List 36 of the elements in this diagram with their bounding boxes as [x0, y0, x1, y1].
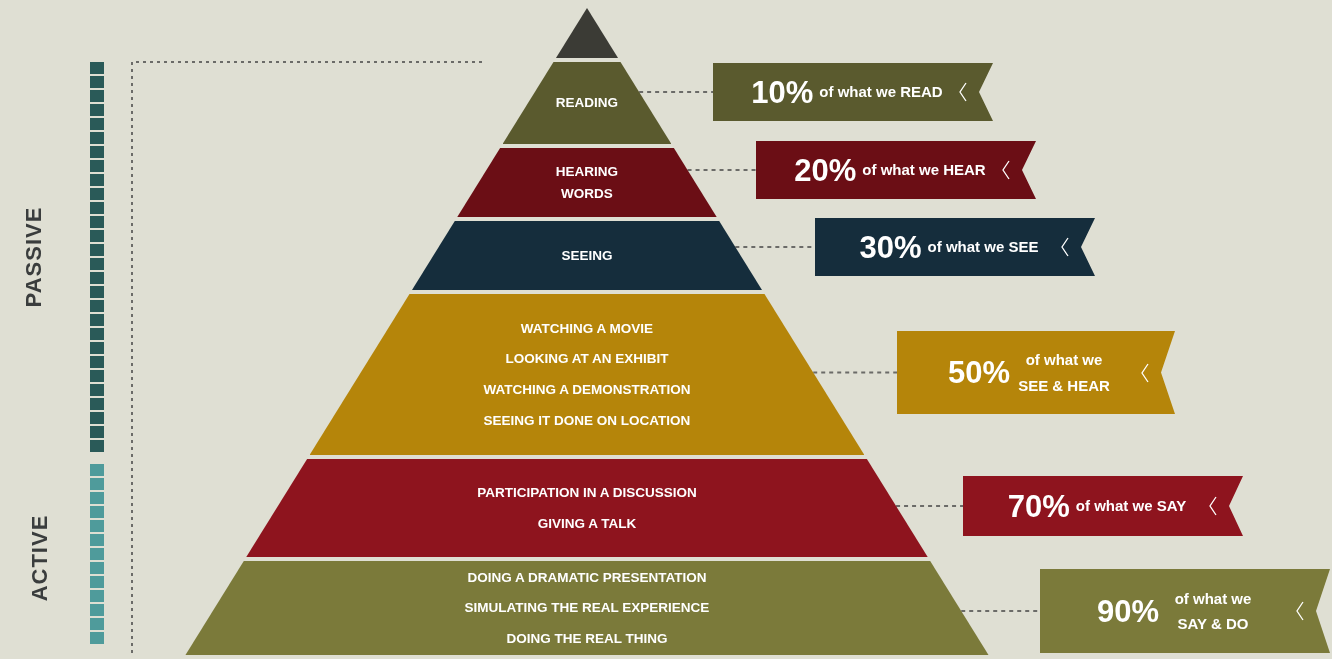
tier-label: READING [555, 94, 619, 113]
percentage-text: 20% [794, 154, 857, 186]
dashed-connector [686, 169, 757, 171]
percentage-text: 10% [751, 76, 814, 108]
percentage-text: 50% [947, 357, 1010, 388]
tier-label: DOING THE REAL THING [506, 629, 668, 648]
dashed-connector [812, 371, 898, 374]
percentage-text: 70% [1007, 490, 1070, 522]
banner-caption: of what we SAY [1075, 496, 1187, 517]
percentage-banner [815, 218, 1095, 276]
tier-label: WATCHING A DEMONSTRATION [483, 381, 691, 399]
banner-caption: of what we SEE [927, 237, 1039, 258]
percentage-banner [897, 331, 1175, 414]
percentage-text: 90% [1096, 595, 1159, 627]
banner-caption: of what we SAY & DO [1173, 588, 1253, 634]
banner-caption: of what we SEE & HEAR [1017, 350, 1111, 396]
dashed-connector [638, 91, 714, 93]
tier-label: GIVING A TALK [537, 514, 637, 533]
tier-label: LOOKING AT AN EXHIBIT [505, 350, 669, 369]
tier-label: WATCHING A MOVIE [520, 319, 654, 338]
percentage-banner [756, 141, 1036, 199]
percentage-banner [963, 476, 1243, 536]
dashed-connector [895, 505, 964, 507]
banner-caption: of what we READ [819, 82, 943, 103]
percentage-banner [1040, 569, 1330, 653]
tier-label: SEEING [561, 246, 613, 265]
tier-label: SEEING IT DONE ON LOCATION [483, 411, 691, 430]
side-label: PASSIVE [21, 206, 48, 308]
percentage-text: 30% [859, 231, 922, 263]
tier-label: SIMULATING THE REAL EXPERIENCE [464, 599, 710, 618]
side-label: ACTIVE [27, 514, 54, 602]
tier-label: DOING A DRAMATIC PRESENTATION [467, 568, 707, 587]
percentage-banner [713, 63, 993, 121]
tier-label: HEARING WORDS [554, 162, 620, 203]
tier-label: PARTICIPATION IN A DISCUSSION [477, 483, 697, 502]
banner-caption: of what we HEAR [862, 160, 986, 181]
